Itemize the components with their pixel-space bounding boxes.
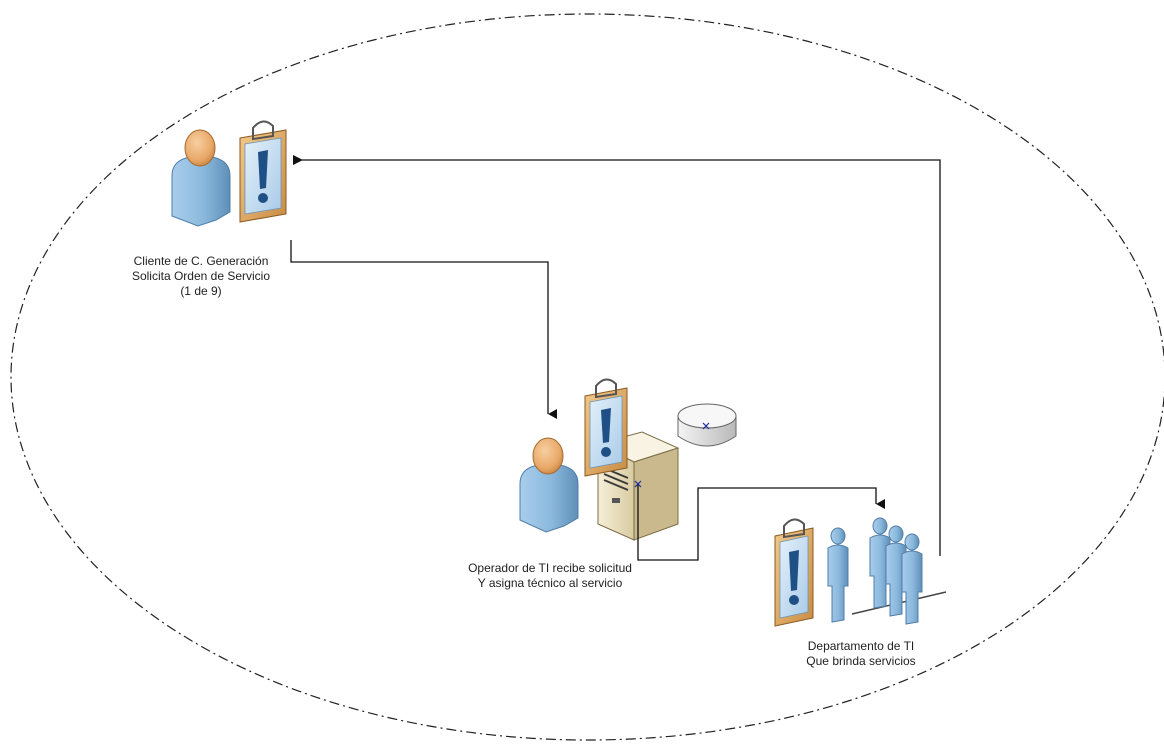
operador-label-line: Operador de TI recibe solicitud xyxy=(468,561,632,575)
departamento-label-line: Que brinda servicios xyxy=(806,654,916,668)
edge-cliente-to-operador xyxy=(290,240,557,419)
cliente-label-line: Solicita Orden de Servicio xyxy=(131,269,271,283)
boundary-ellipse xyxy=(10,13,1164,741)
operador-label-line: Y asigna técnico al servicio xyxy=(477,576,623,590)
edge-operador-to-departamento xyxy=(637,484,885,561)
connection-point-marker xyxy=(634,480,642,488)
operador-label: Operador de TI recibe solicitud Y asigna… xyxy=(450,561,650,591)
clipboard-alert-icon xyxy=(774,518,814,627)
clipboard-alert-icon xyxy=(239,120,287,223)
cliente-label: Cliente de C. Generación Solicita Orden … xyxy=(116,254,286,299)
person-icon xyxy=(171,129,231,227)
group-people-icon xyxy=(851,517,947,625)
edge-departamento-to-cliente xyxy=(293,155,941,556)
database-disk-icon xyxy=(677,403,737,447)
person-standing-icon xyxy=(827,527,849,623)
person-icon xyxy=(519,437,579,533)
operador-node xyxy=(519,378,737,541)
cliente-label-line: (1 de 9) xyxy=(180,284,222,298)
cliente-node xyxy=(171,120,287,227)
connection-point-marker xyxy=(702,422,710,430)
departamento-node xyxy=(774,517,947,627)
departamento-label: Departamento de TI Que brinda servicios xyxy=(776,639,946,669)
clipboard-alert-icon xyxy=(584,378,628,477)
cliente-label-line: Cliente de C. Generación xyxy=(133,254,269,268)
departamento-label-line: Departamento de TI xyxy=(807,639,915,653)
